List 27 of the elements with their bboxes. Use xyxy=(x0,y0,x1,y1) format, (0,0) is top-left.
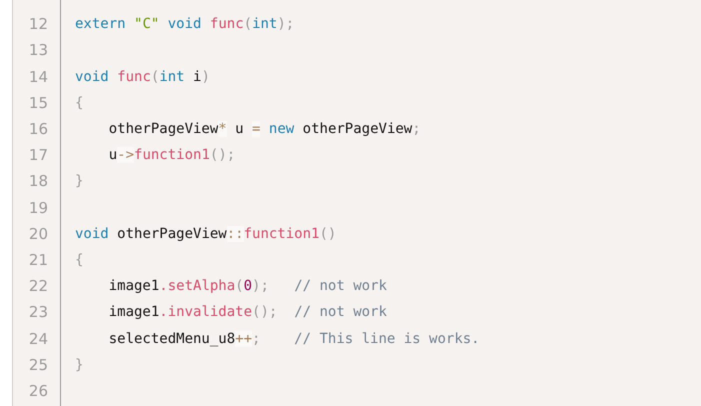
line-number: 16 xyxy=(28,119,48,140)
line-number: 23 xyxy=(28,302,48,324)
line-number: 24 xyxy=(28,328,48,350)
code-line: { xyxy=(75,251,84,270)
line-number: 21 xyxy=(28,250,48,271)
code-line: { xyxy=(75,94,84,113)
code-line: image1.invalidate(); // not work xyxy=(108,303,387,322)
line-number: 15 xyxy=(28,92,48,114)
code-line: void func(int i) xyxy=(75,68,210,87)
line-number: 22 xyxy=(28,276,48,298)
line-number: 12 xyxy=(28,14,48,36)
code-line: selectedMenu_u8++; // This line is works. xyxy=(108,330,480,349)
code-line: image1.setAlpha(0); // not work xyxy=(108,277,387,296)
line-number: 25 xyxy=(28,354,48,376)
code-line: void otherPageView::function1() xyxy=(75,224,336,244)
code-line: otherPageView* u = new otherPageView; xyxy=(108,120,421,139)
code-line: } xyxy=(75,172,84,192)
line-number: 17 xyxy=(28,145,48,166)
code-line: } xyxy=(75,356,84,375)
line-number: 18 xyxy=(28,171,48,192)
code-line: u->function1(); xyxy=(108,146,236,166)
line-number: 19 xyxy=(28,198,48,219)
code-line: extern "C" void func(int); xyxy=(75,15,294,34)
line-number: 14 xyxy=(28,66,48,88)
line-number: 20 xyxy=(28,224,48,245)
line-number: 26 xyxy=(28,381,48,402)
line-number: 13 xyxy=(28,40,48,62)
